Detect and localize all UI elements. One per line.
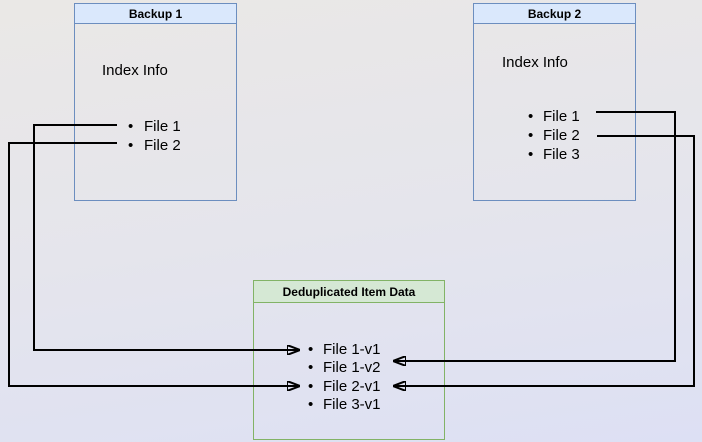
backup1-box: Backup 1 Index Info File 1 File 2 bbox=[74, 3, 237, 201]
backup2-box: Backup 2 Index Info File 1 File 2 File 3 bbox=[473, 3, 636, 201]
backup1-file-1: File 1 bbox=[128, 118, 181, 137]
backup2-title: Backup 2 bbox=[527, 6, 582, 21]
backup1-file-list: File 1 File 2 bbox=[128, 118, 181, 155]
dedup-box: Deduplicated Item Data File 1-v1 File 1-… bbox=[253, 280, 445, 440]
dedup-item-file3-v1: File 3-v1 bbox=[308, 396, 381, 415]
backup2-file-3: File 3 bbox=[528, 145, 580, 164]
dedup-title: Deduplicated Item Data bbox=[282, 284, 416, 299]
backup1-file-2: File 2 bbox=[128, 137, 181, 156]
backup2-header: Backup 2 bbox=[474, 4, 635, 24]
backup2-file-1: File 1 bbox=[528, 107, 580, 126]
backup1-header: Backup 1 bbox=[75, 4, 236, 24]
backup2-file-list: File 1 File 2 File 3 bbox=[528, 107, 580, 164]
dedup-item-file1-v1: File 1-v1 bbox=[308, 341, 381, 360]
dedup-header: Deduplicated Item Data bbox=[254, 281, 444, 303]
backup1-title: Backup 1 bbox=[128, 6, 183, 21]
backup1-index-info-label: Index Info bbox=[102, 62, 168, 79]
backup2-index-info-label: Index Info bbox=[502, 54, 568, 71]
dedup-item-list: File 1-v1 File 1-v2 File 2-v1 File 3-v1 bbox=[308, 341, 381, 414]
dedup-item-file1-v2: File 1-v2 bbox=[308, 359, 381, 378]
dedup-item-file2-v1: File 2-v1 bbox=[308, 378, 381, 397]
backup2-file-2: File 2 bbox=[528, 126, 580, 145]
